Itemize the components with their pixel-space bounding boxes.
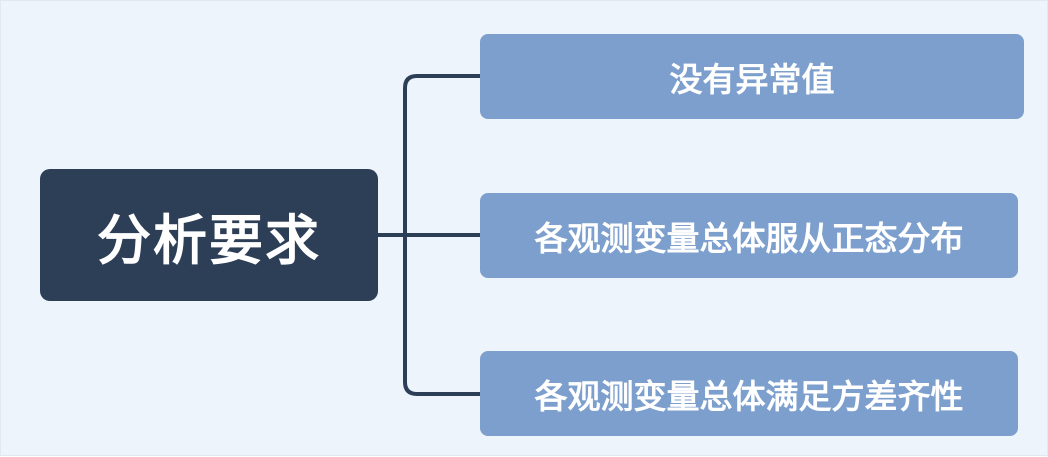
root-node: 分析要求	[40, 169, 378, 301]
child-node-no-outliers: 没有异常值	[480, 34, 1024, 119]
child-label: 各观测变量总体服从正态分布	[534, 218, 964, 258]
child-node-normal-distribution: 各观测变量总体服从正态分布	[480, 193, 1018, 278]
child-label: 没有异常值	[669, 59, 835, 99]
child-node-homogeneity-of-variance: 各观测变量总体满足方差齐性	[480, 351, 1018, 436]
child-label: 各观测变量总体满足方差齐性	[534, 376, 964, 416]
root-label: 分析要求	[97, 208, 321, 272]
connector-branch	[403, 74, 482, 396]
